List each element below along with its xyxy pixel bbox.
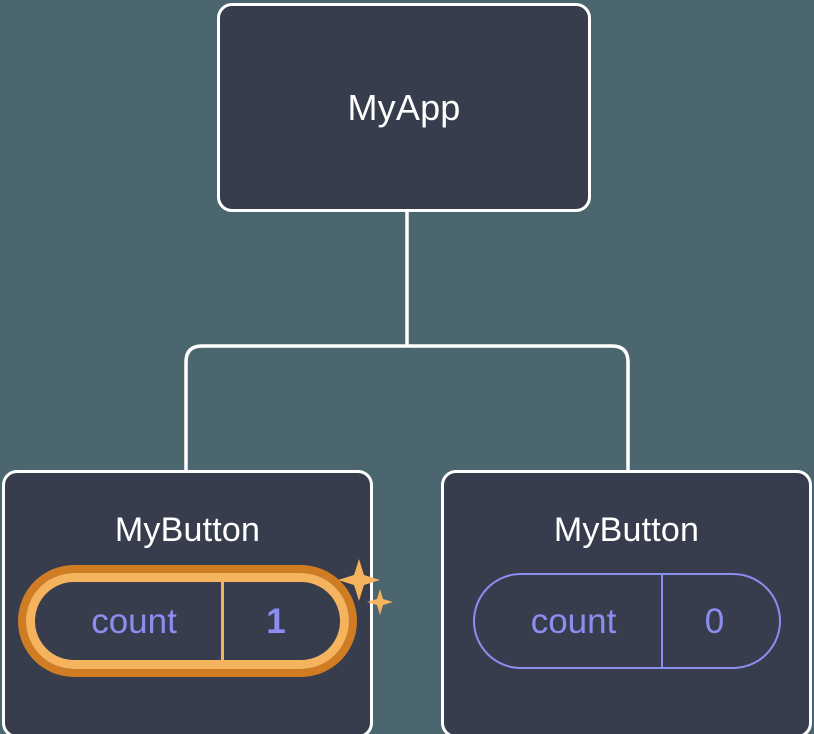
- state-pill-wrapper: count 1: [26, 559, 393, 669]
- node-mybutton-left[interactable]: MyButton count 1: [2, 470, 393, 734]
- node-mybutton-right[interactable]: MyButton count 0: [441, 470, 812, 734]
- node-myapp[interactable]: MyApp: [217, 3, 591, 212]
- state-value: 0: [660, 575, 779, 667]
- state-pill[interactable]: count 0: [472, 573, 781, 669]
- state-value: 1: [221, 582, 340, 660]
- state-pill-highlighted[interactable]: count 1: [26, 573, 349, 669]
- node-title: MyApp: [347, 86, 461, 128]
- state-pill-wrapper: count 0: [472, 573, 781, 669]
- state-key: count: [91, 601, 177, 641]
- connector-branch-bar: [184, 344, 630, 470]
- state-key: count: [530, 601, 617, 641]
- node-title: MyButton: [553, 511, 700, 549]
- node-title: MyButton: [114, 511, 261, 549]
